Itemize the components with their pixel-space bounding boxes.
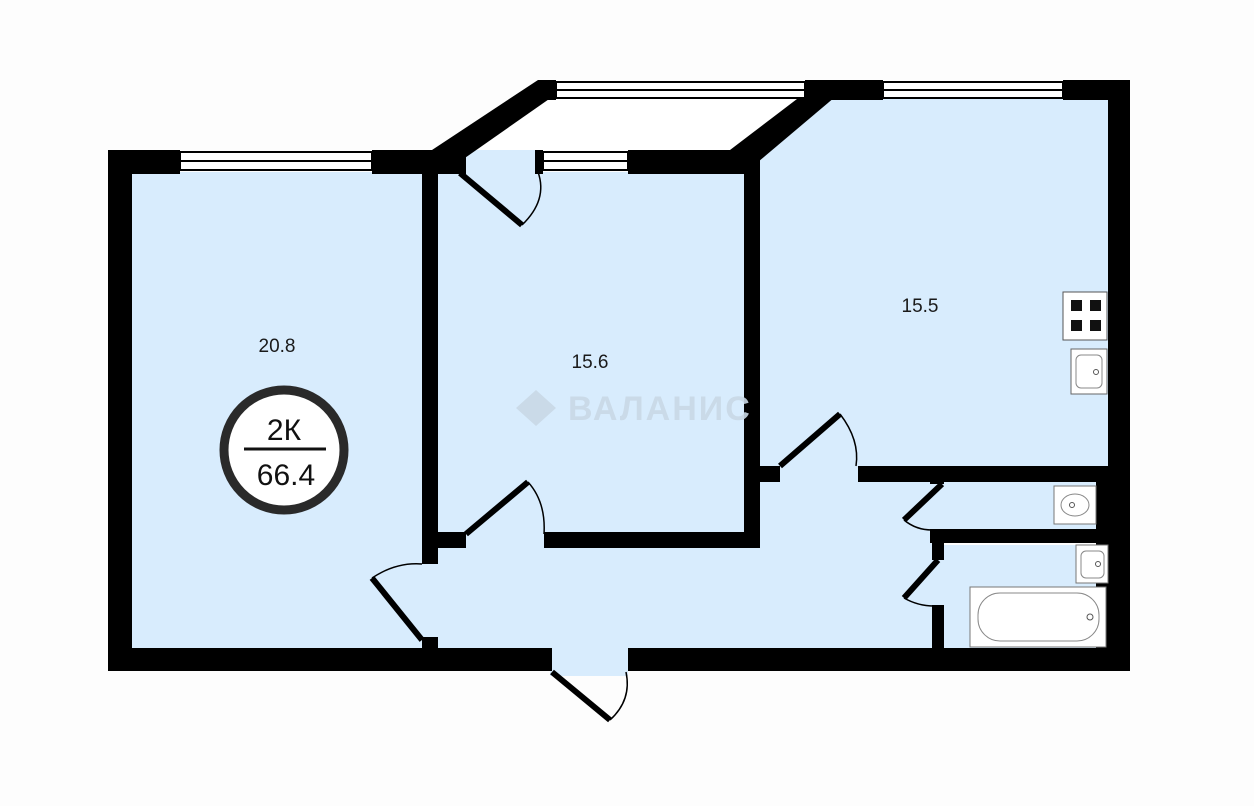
- wall-living-hall-stub: [422, 637, 438, 650]
- wall-bedroom-kitchen: [744, 150, 760, 548]
- wall-outer-bottom-right: [628, 648, 1130, 671]
- walls: [108, 80, 1130, 671]
- badge-room-count: 2К: [267, 414, 302, 447]
- summary-badge: 2К 66.4: [219, 385, 349, 515]
- hallway-floor[interactable]: [422, 468, 940, 650]
- kitchen-area: 15.5: [902, 296, 939, 317]
- window-balcony: [555, 81, 806, 99]
- balcony-door-gap: [465, 150, 535, 172]
- wall-balcony-right-diag: [730, 83, 835, 162]
- wall-bedroom-top-mid: [535, 150, 543, 174]
- wall-bedroom-bottom-right: [544, 532, 758, 548]
- kitchen-door: [778, 411, 858, 469]
- bathroom-door: [901, 557, 941, 607]
- wall-kitchen-bottom-stub: [758, 466, 780, 482]
- entrance-floor: [550, 650, 628, 676]
- window-living: [179, 151, 373, 171]
- wall-living-bedroom: [422, 172, 438, 564]
- fixtures: [969, 291, 1109, 648]
- balcony-door: [458, 170, 542, 228]
- watermark: ВАЛАНИС: [516, 390, 752, 428]
- wall-kitchen-bottom: [858, 466, 1110, 482]
- doors[interactable]: [369, 170, 945, 723]
- window-kitchen: [882, 81, 1064, 99]
- watermark-text: ВАЛАНИС: [568, 390, 752, 428]
- wall-balcony-left-diag: [432, 80, 552, 160]
- wall-living-top-left: [108, 150, 180, 174]
- wall-outer-bottom-left: [108, 648, 552, 671]
- window-bedroom: [542, 151, 629, 171]
- bedroom-area: 15.6: [572, 352, 609, 373]
- living-room-area: 20.8: [259, 336, 296, 357]
- entrance-door: [550, 669, 628, 723]
- bedroom-floor[interactable]: [436, 172, 746, 534]
- wall-toilet-bath: [930, 529, 1110, 543]
- wall-bedroom-top-right: [628, 150, 758, 174]
- living-door: [369, 563, 425, 642]
- stove-icon: [1062, 291, 1108, 341]
- bathroom-sink-icon: [1075, 544, 1109, 584]
- toilet-icon: [1053, 485, 1097, 525]
- wall-outer-right: [1108, 80, 1130, 671]
- watermark-logo-icon: [516, 390, 556, 426]
- kitchen-sink-icon: [1070, 348, 1108, 395]
- wall-bedroom-bottom-left: [436, 532, 466, 548]
- kitchen-floor[interactable]: [760, 97, 1110, 468]
- windows: [179, 81, 1064, 171]
- wall-kitchen-top-right: [1063, 80, 1130, 100]
- toilet-door: [901, 481, 945, 531]
- wall-outer-left: [108, 150, 132, 671]
- wall-bath-left-top: [932, 540, 944, 560]
- bedroom-door: [464, 479, 545, 537]
- bathtub-icon: [969, 586, 1107, 648]
- wall-bath-left-bottom: [932, 605, 944, 650]
- wall-toilet-left-top: [930, 466, 944, 484]
- balcony-floor[interactable]: [460, 97, 808, 150]
- badge-total-area: 66.4: [257, 459, 315, 492]
